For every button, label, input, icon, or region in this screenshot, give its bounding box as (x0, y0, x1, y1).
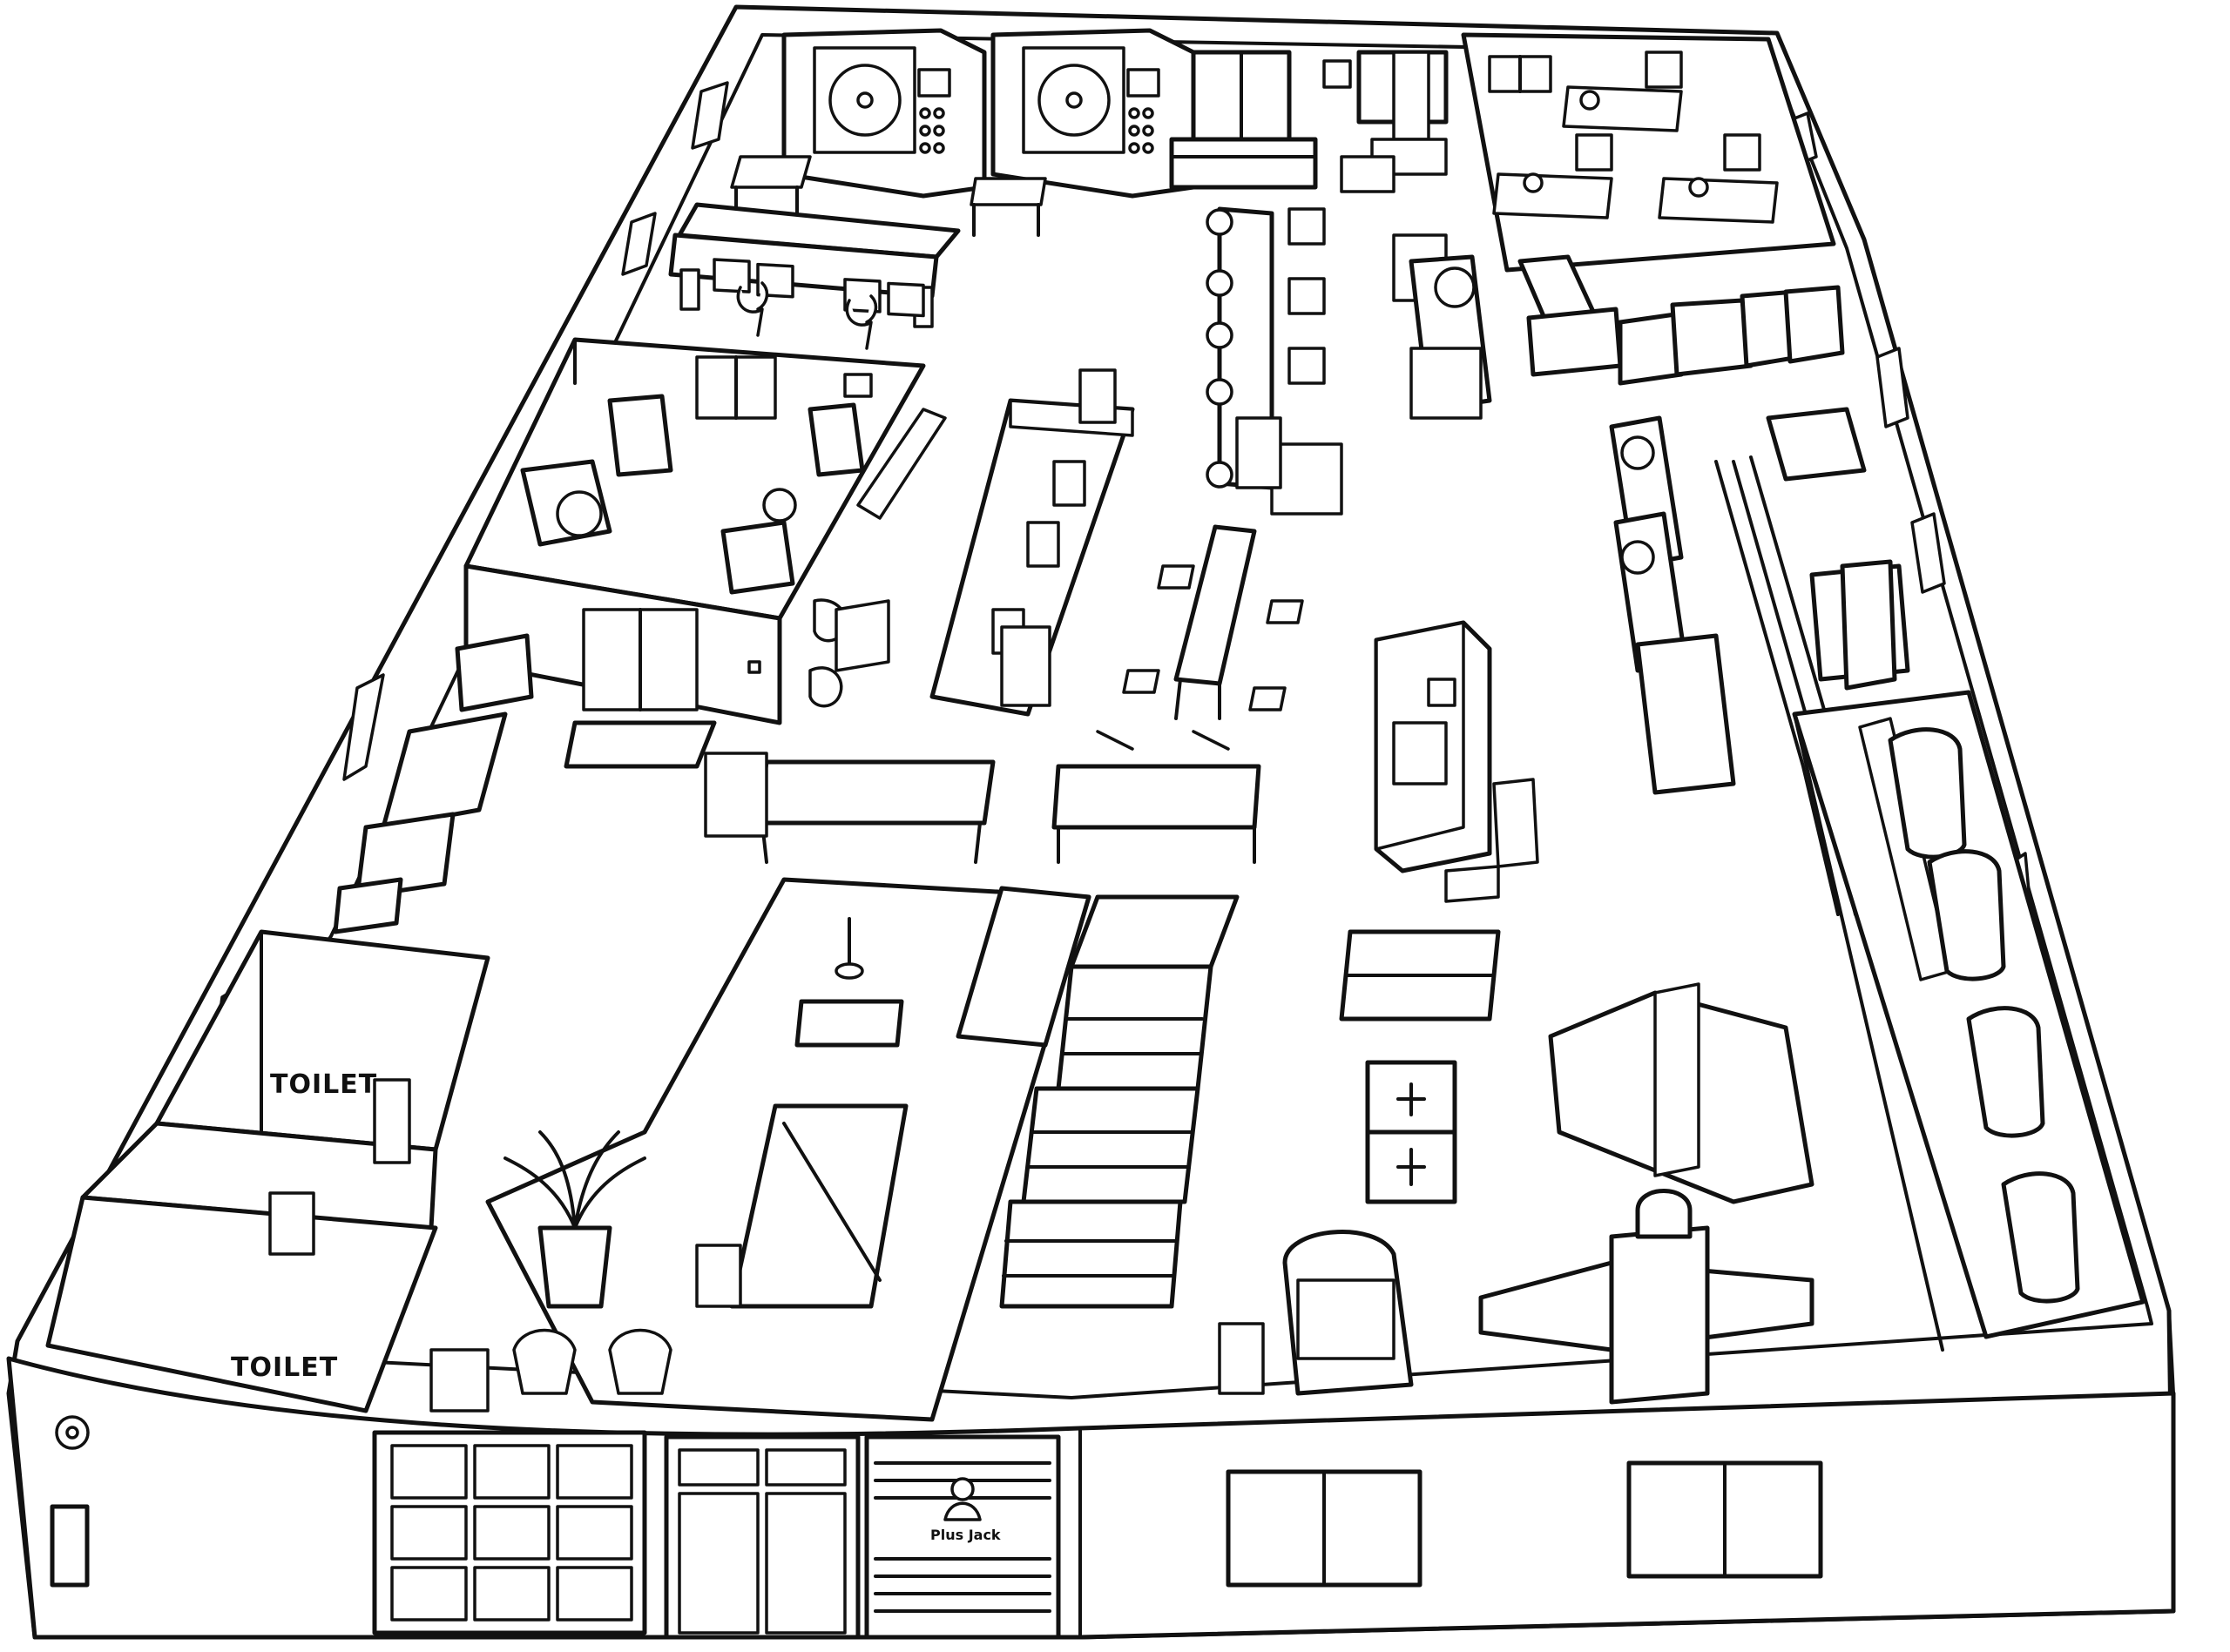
gas-cylinders (1888, 727, 2080, 1304)
machine-column-center (1206, 206, 1448, 516)
cnc-machine-2 (990, 28, 1196, 199)
mill-bench-1 (929, 368, 1135, 717)
toilet-label-upper: TOILET (270, 1069, 377, 1100)
lathes-left (808, 408, 947, 708)
top-center-area (1169, 50, 1449, 193)
facade-corner (2167, 1309, 2175, 1395)
hydraulic-press (1374, 620, 1492, 873)
facade-windows-right (1226, 1460, 1823, 1588)
toilet-label-lower: TOILET (231, 1352, 338, 1383)
window-left-1 (691, 81, 729, 150)
grinding-room (463, 337, 926, 725)
center-workbenches (704, 730, 1261, 864)
cad-workstations (668, 202, 961, 350)
cnc-machine-1 (781, 28, 987, 199)
potted-plant (503, 1130, 646, 1309)
robotic-arms (1609, 415, 1736, 795)
window-right-2 (1875, 347, 1909, 428)
window-left-2 (621, 212, 657, 276)
wash-area (333, 633, 717, 934)
bottom-right-machines (1218, 982, 1814, 1405)
lounge-room (429, 877, 1091, 1422)
window-right-3 (1910, 512, 1946, 594)
electronics-room (1461, 32, 1836, 273)
shelving (999, 894, 1501, 1309)
electrical-box (50, 1504, 90, 1588)
storage-room-right (1792, 690, 2146, 1352)
entrance-door (664, 1434, 861, 1640)
company-name: Plus Jack (930, 1527, 1001, 1543)
right-machines (1517, 254, 1845, 386)
operator-stool (1444, 778, 1539, 903)
company-logo-icon (950, 1477, 975, 1501)
storefront-windows (372, 1430, 647, 1635)
cnc-lathe-center (1409, 254, 1492, 420)
toilet-rooms: TOILET TOILET (45, 929, 490, 1413)
assembly-bench (1122, 524, 1304, 720)
right-wall-machines (1766, 407, 1910, 691)
facade-details: Plus Jack (50, 1415, 1823, 1640)
company-sign: Plus Jack (864, 1434, 1061, 1640)
window-left-4 (342, 673, 385, 781)
